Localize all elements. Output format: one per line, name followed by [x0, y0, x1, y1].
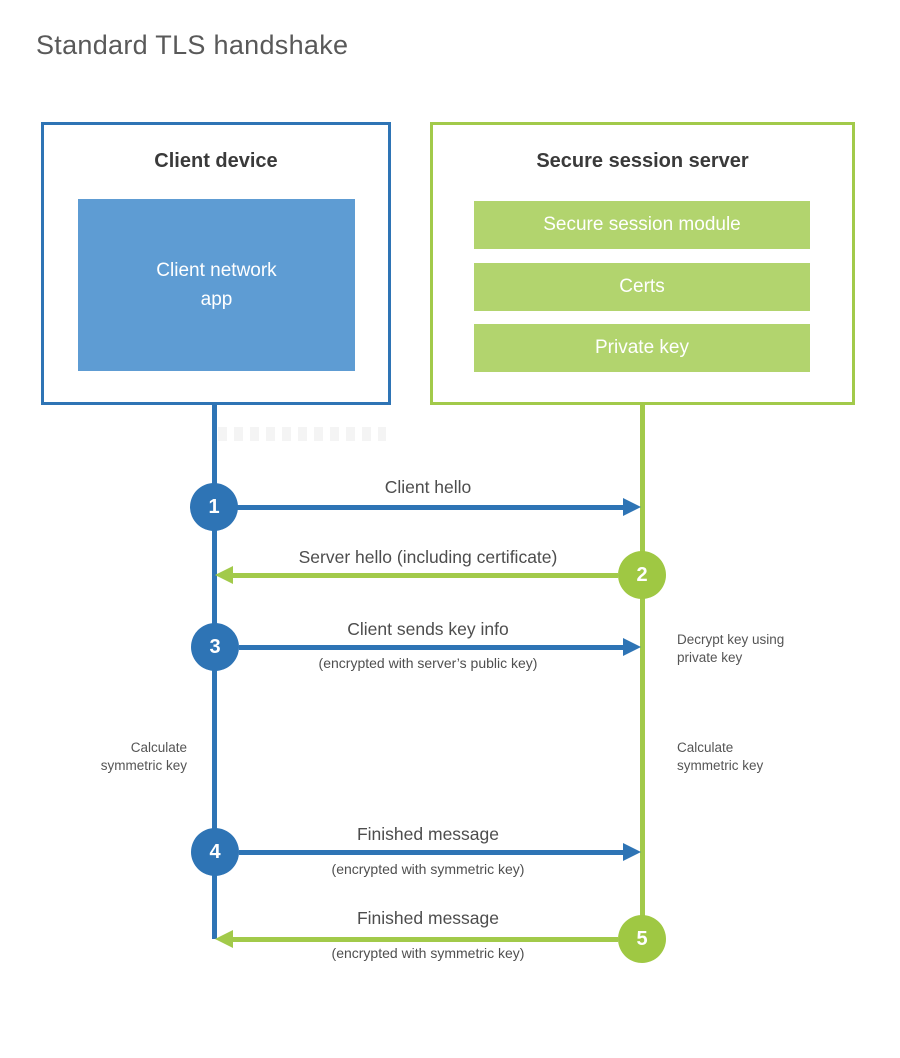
page-title: Standard TLS handshake	[36, 30, 349, 60]
step-3-circle: 3	[191, 623, 239, 671]
client-device-title: Client device	[154, 150, 278, 172]
step-3-sublabel: (encrypted with server’s public key)	[318, 655, 538, 671]
secure-session-module-bar: Secure session module	[474, 201, 810, 249]
step-3-arrowhead-right-icon	[623, 638, 641, 656]
step-5-circle: 5	[618, 915, 666, 963]
step-4-arrowhead-right-icon	[623, 843, 641, 861]
step-5-label: Finished message	[356, 908, 500, 928]
secure-session-server-title: Secure session server	[536, 150, 749, 172]
step-3-arrow	[239, 645, 624, 650]
step-2-arrowhead-left-icon	[215, 566, 233, 584]
certs-bar: Certs	[474, 263, 810, 311]
client-network-app-box: Client network app	[78, 199, 355, 371]
step-2-label: Server hello (including certificate)	[298, 547, 558, 567]
step-4-arrow	[239, 850, 624, 855]
client-network-app-label: Client network app	[156, 259, 277, 310]
step-4-circle: 4	[191, 828, 239, 876]
step-2-circle: 2	[618, 551, 666, 599]
server-lifeline	[640, 405, 645, 945]
step-2-arrow	[233, 573, 618, 578]
step-1-arrowhead-right-icon	[623, 498, 641, 516]
step-1-arrow	[236, 505, 624, 510]
step-5-sublabel: (encrypted with symmetric key)	[331, 945, 525, 961]
step-3-label: Client sends key info	[347, 619, 509, 639]
step-5-arrow	[233, 937, 618, 942]
faint-dashes-artifact	[218, 427, 386, 441]
step-4-sublabel: (encrypted with symmetric key)	[331, 861, 525, 877]
decrypt-key-note: Decrypt key using private key	[677, 632, 785, 665]
calculate-symmetric-key-note-client: Calculate symmetric key	[100, 740, 187, 773]
client-lifeline	[212, 405, 217, 939]
calculate-symmetric-key-note-server: Calculate symmetric key	[677, 740, 764, 773]
private-key-bar: Private key	[474, 324, 810, 372]
step-4-label: Finished message	[356, 824, 500, 844]
step-1-label: Client hello	[384, 477, 472, 497]
step-1-circle: 1	[190, 483, 238, 531]
step-5-arrowhead-left-icon	[215, 930, 233, 948]
